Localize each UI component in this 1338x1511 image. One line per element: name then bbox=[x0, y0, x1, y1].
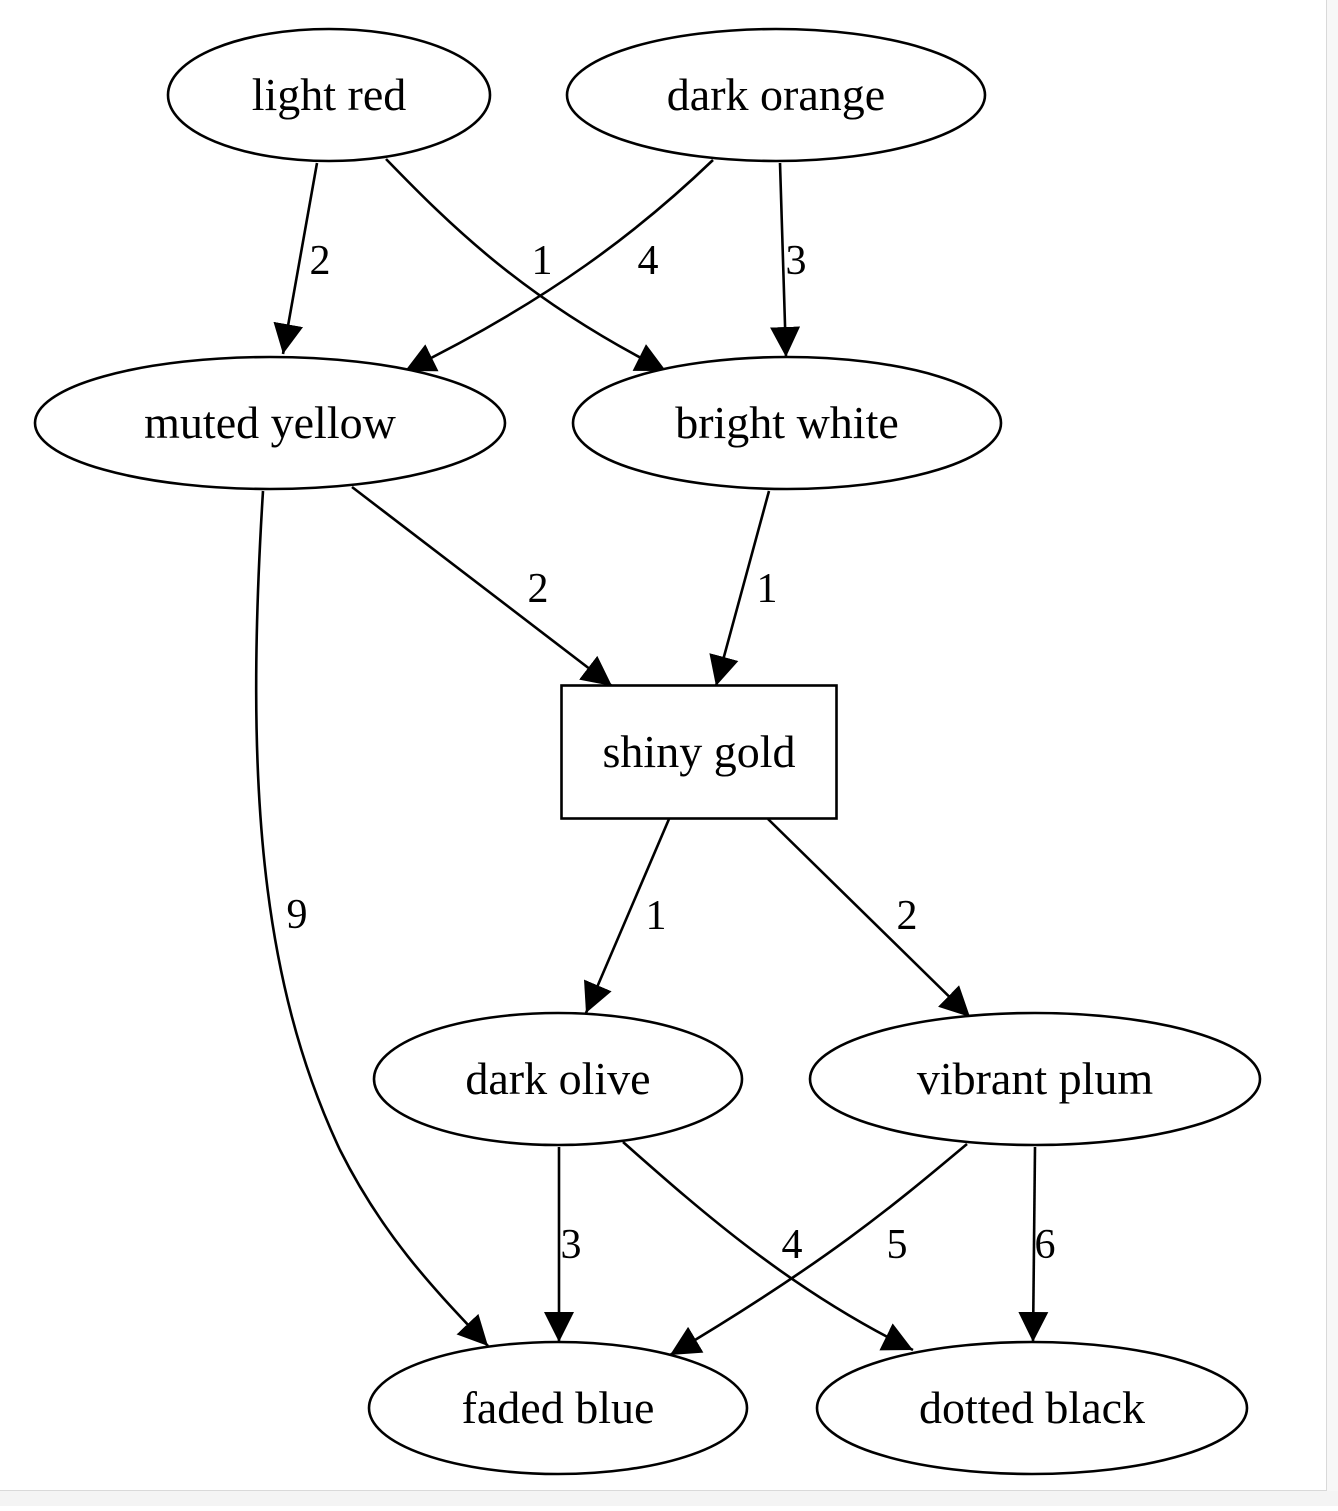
edge-line bbox=[254, 490, 489, 1347]
edge-count-label: 1 bbox=[532, 238, 553, 284]
node-box bbox=[560, 684, 838, 820]
edge-count-label: 5 bbox=[887, 1222, 908, 1268]
node-label: light red bbox=[252, 69, 407, 120]
node-faded-blue[interactable]: faded blue bbox=[367, 1340, 749, 1476]
edge-dark-olive-to-faded-blue: 3 bbox=[544, 1147, 582, 1342]
node-ellipse bbox=[565, 27, 987, 163]
node-label: vibrant plum bbox=[917, 1053, 1154, 1104]
viewport-border-bottom bbox=[0, 1490, 1327, 1491]
node-ellipse bbox=[372, 1011, 744, 1147]
node-label: dark olive bbox=[465, 1053, 650, 1104]
edge-line bbox=[273, 162, 319, 355]
node-ellipse bbox=[571, 355, 1003, 491]
edge-vibrant-plum-to-dotted-black: 6 bbox=[1018, 1146, 1056, 1343]
edge-line bbox=[351, 485, 613, 688]
node-ellipse bbox=[367, 1340, 749, 1476]
edge-count-label: 4 bbox=[782, 1222, 803, 1268]
node-ellipse bbox=[808, 1011, 1262, 1147]
edge-count-label: 2 bbox=[528, 566, 549, 612]
edge-dark-orange-to-bright-white: 3 bbox=[770, 162, 807, 358]
edge-line bbox=[385, 158, 667, 373]
edge-dark-orange-to-muted-yellow: 4 bbox=[404, 159, 714, 373]
edge-count-label: 1 bbox=[757, 566, 778, 612]
edge-count-label: 3 bbox=[786, 238, 807, 284]
edge-light-red-to-muted-yellow: 2 bbox=[273, 162, 331, 355]
edge-line bbox=[770, 162, 801, 358]
edge-muted-yellow-to-faded-blue: 9 bbox=[254, 490, 489, 1347]
viewport-border-right bbox=[1326, 0, 1327, 1490]
node-shiny-gold[interactable]: shiny gold bbox=[560, 684, 838, 820]
edge-line bbox=[404, 159, 714, 373]
edge-count-label: 9 bbox=[287, 892, 308, 938]
nodes-layer: light red dark orange muted yellow bright w… bbox=[33, 27, 1262, 1476]
edge-line bbox=[584, 818, 671, 1014]
edge-light-red-to-bright-white: 1 bbox=[385, 158, 667, 373]
edge-count-label: 1 bbox=[646, 893, 667, 939]
edge-count-label: 4 bbox=[638, 238, 659, 284]
edge-count-label: 2 bbox=[310, 238, 331, 284]
viewport-edge-bottom bbox=[0, 1491, 1338, 1506]
node-label: muted yellow bbox=[144, 397, 396, 448]
edges-layer: 2 1 4 3 2 1 9 1 2 3 4 5 6 bbox=[254, 158, 1056, 1357]
edge-dark-olive-to-dotted-black: 4 bbox=[622, 1141, 914, 1352]
edge-line bbox=[709, 490, 771, 687]
edge-shiny-gold-to-vibrant-plum: 2 bbox=[767, 818, 971, 1018]
viewport-edge-right bbox=[1327, 0, 1338, 1491]
node-ellipse bbox=[166, 27, 492, 163]
node-label: faded blue bbox=[462, 1382, 655, 1433]
node-dotted-black[interactable]: dotted black bbox=[815, 1340, 1249, 1476]
node-ellipse bbox=[33, 355, 507, 491]
edge-line bbox=[669, 1143, 968, 1357]
node-label: bright white bbox=[675, 397, 899, 448]
node-label: shiny gold bbox=[603, 726, 796, 777]
node-ellipse bbox=[815, 1340, 1249, 1476]
edge-count-label: 3 bbox=[561, 1222, 582, 1268]
edge-bright-white-to-shiny-gold: 1 bbox=[709, 490, 778, 687]
node-label: dotted black bbox=[919, 1382, 1145, 1433]
edge-line bbox=[1018, 1146, 1049, 1343]
edge-line bbox=[767, 818, 971, 1018]
node-bright-white[interactable]: bright white bbox=[571, 355, 1003, 491]
edge-count-label: 2 bbox=[897, 893, 918, 939]
node-light-red[interactable]: light red bbox=[166, 27, 492, 163]
node-vibrant-plum[interactable]: vibrant plum bbox=[808, 1011, 1262, 1147]
node-dark-olive[interactable]: dark olive bbox=[372, 1011, 744, 1147]
edge-muted-yellow-to-shiny-gold: 2 bbox=[351, 485, 613, 688]
edge-vibrant-plum-to-faded-blue: 5 bbox=[669, 1143, 968, 1357]
edge-line bbox=[622, 1141, 914, 1352]
node-label: dark orange bbox=[667, 69, 885, 120]
node-dark-orange[interactable]: dark orange bbox=[565, 27, 987, 163]
edge-count-label: 6 bbox=[1035, 1222, 1056, 1268]
node-muted-yellow[interactable]: muted yellow bbox=[33, 355, 507, 491]
edge-shiny-gold-to-dark-olive: 1 bbox=[584, 818, 671, 1014]
